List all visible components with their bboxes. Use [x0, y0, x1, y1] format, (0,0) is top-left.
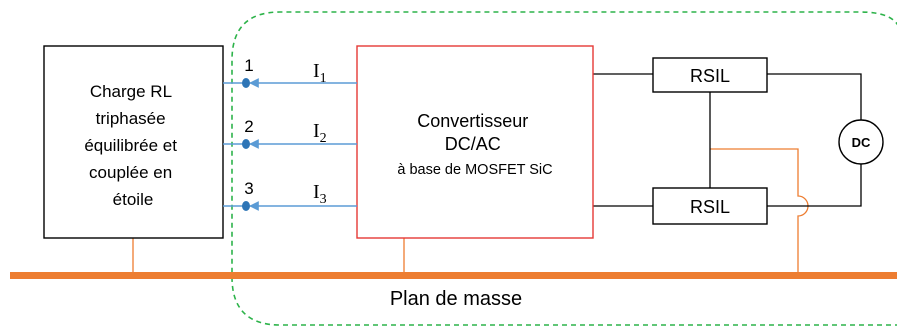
dc-source-label: DC — [852, 135, 871, 150]
ground-plane — [10, 272, 897, 279]
current-symbol: I — [313, 120, 320, 142]
current-symbol: I — [313, 60, 320, 82]
rsil-top-to-dc-wire — [767, 73, 862, 120]
current-subscript: 1 — [320, 71, 327, 86]
load-label-line: triphasée — [96, 109, 166, 128]
converter-label-line: DC/AC — [445, 134, 501, 154]
rsil-bottom-label: RSIL — [690, 197, 730, 217]
current-symbol: I — [313, 181, 320, 203]
phase-1-node — [242, 78, 250, 88]
rsil-bottom-box — [652, 187, 768, 225]
load-box — [43, 45, 224, 239]
current-subscript: 3 — [320, 192, 327, 207]
rsil-top-box — [652, 57, 768, 93]
load-label-line: équilibrée et — [84, 136, 177, 155]
current-label: I3 — [313, 181, 327, 207]
phase-3-label: 3 — [244, 179, 253, 198]
converter-subtitle: à base de MOSFET SiC — [397, 162, 552, 178]
converter-label: Convertisseur DC/AC à base de MOSFET SiC — [397, 111, 552, 178]
load-label-line: couplée en — [89, 163, 172, 182]
current-label: I2 — [313, 120, 327, 146]
converter-box — [356, 45, 594, 239]
current-subscript: 2 — [320, 131, 327, 146]
phase-1-label: 1 — [244, 56, 253, 75]
load-label-line: Charge RL — [90, 82, 172, 101]
rsil-bottom-to-dc-wire — [767, 164, 862, 207]
load-label: Charge RL triphasée équilibrée et couplé… — [84, 82, 181, 209]
converter-label-line: Convertisseur — [417, 111, 528, 131]
phase-2-node — [242, 139, 250, 149]
load-label-line: étoile — [113, 190, 154, 209]
phase-2-label: 2 — [244, 117, 253, 136]
rsil-ground-wire — [710, 148, 809, 272]
current-label: I1 — [313, 60, 327, 86]
ground-plane-label: Plan de masse — [390, 288, 522, 310]
dc-source — [838, 119, 884, 165]
rsil-top-label: RSIL — [690, 66, 730, 86]
dashed-region — [231, 11, 897, 326]
phase-3-node — [242, 201, 250, 211]
